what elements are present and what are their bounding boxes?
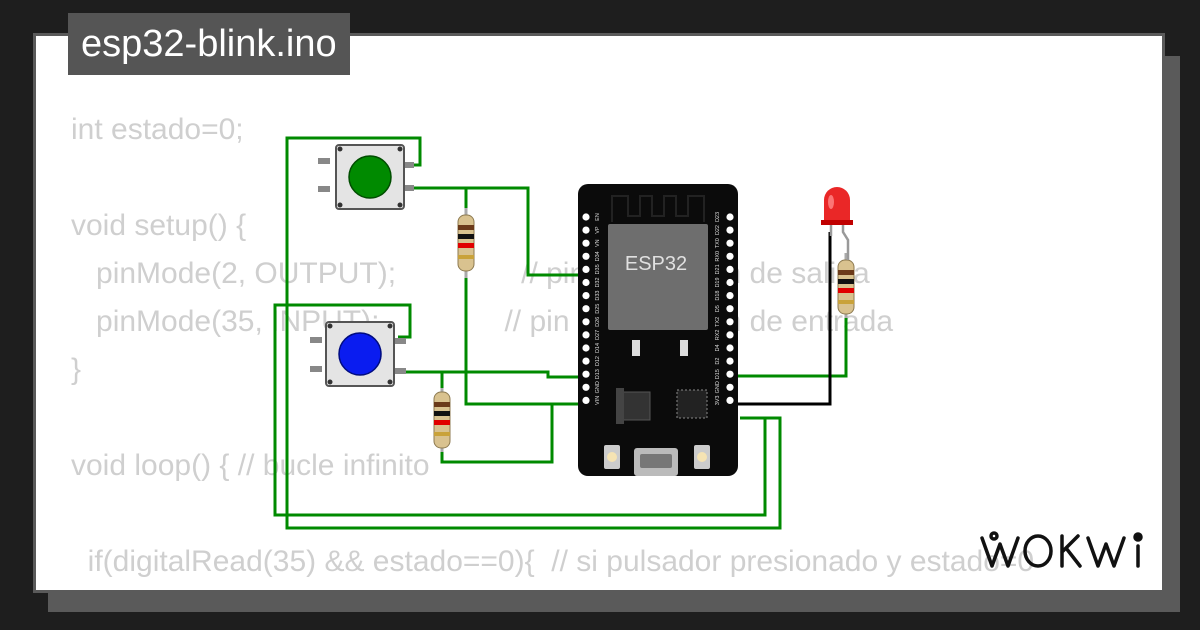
pin-label: D27 <box>595 330 601 340</box>
wires <box>273 136 848 530</box>
wokwi-logo <box>980 531 1143 568</box>
pin-label: D5 <box>715 305 721 312</box>
pin-label: VIN <box>595 396 601 405</box>
code-line: if(digitalRead(35) && estado==0){ // si … <box>71 545 1035 578</box>
pin-hole[interactable] <box>726 344 734 352</box>
pin-label: D18 <box>715 291 721 301</box>
button-cap-green[interactable] <box>348 155 392 199</box>
pin-label: D34 <box>595 251 601 261</box>
pin-label: GND <box>715 381 721 393</box>
pin-label: D12 <box>595 356 601 366</box>
esp32-board[interactable]: ESP32 ENVPVND34D35D32D33D25D26D27D14D12D… <box>578 184 738 476</box>
chip-label: ESP32 <box>625 253 687 275</box>
pin-hole[interactable] <box>582 252 590 260</box>
push-button-blue[interactable] <box>310 321 406 387</box>
pin-label: D22 <box>715 225 721 235</box>
pin-label: 3V3 <box>715 396 721 406</box>
pin-hole[interactable] <box>726 396 734 404</box>
pin-label: RX2 <box>715 330 721 341</box>
pin-label: D25 <box>595 304 601 314</box>
pin-hole[interactable] <box>726 213 734 221</box>
pin-label: D35 <box>595 264 601 274</box>
resistor-led <box>837 253 855 318</box>
pin-label: VN <box>595 239 601 247</box>
pin-hole[interactable] <box>582 265 590 273</box>
pin-hole[interactable] <box>582 331 590 339</box>
wire-bottom-button-d13 <box>398 370 590 379</box>
push-button-green[interactable] <box>318 144 414 210</box>
pin-label: GND <box>595 381 601 393</box>
pin-label: TX0 <box>715 238 721 248</box>
wire-3v3-top-button <box>285 136 782 530</box>
ground-wire <box>728 232 832 406</box>
pin-label: D14 <box>595 343 601 353</box>
pin-label: D4 <box>715 344 721 351</box>
pin-label: TX2 <box>715 317 721 327</box>
pin-hole[interactable] <box>726 239 734 247</box>
wire-3v3-bottom-button <box>273 303 767 517</box>
pin-hole[interactable] <box>582 226 590 234</box>
pin-hole[interactable] <box>582 318 590 326</box>
pin-hole[interactable] <box>582 305 590 313</box>
code-line: void setup() { <box>71 209 247 242</box>
pin-hole[interactable] <box>582 396 590 404</box>
pin-hole[interactable] <box>726 292 734 300</box>
pin-hole[interactable] <box>582 357 590 365</box>
code-line: void loop() { // bucle infinito <box>71 449 430 482</box>
pin-hole[interactable] <box>726 305 734 313</box>
pin-label: D33 <box>595 291 601 301</box>
resistor-2 <box>433 388 451 452</box>
pin-label: D26 <box>595 317 601 327</box>
wire-led-d2 <box>728 316 848 378</box>
pin-label: D19 <box>715 277 721 287</box>
pin-hole[interactable] <box>582 383 590 391</box>
pin-hole[interactable] <box>726 265 734 273</box>
pin-hole[interactable] <box>726 252 734 260</box>
wire-led-gnd <box>728 232 832 406</box>
pin-hole[interactable] <box>582 344 590 352</box>
pin-hole[interactable] <box>726 331 734 339</box>
wire-top-button-d35 <box>408 186 590 277</box>
code-line: } <box>71 353 82 386</box>
pin-hole[interactable] <box>726 383 734 391</box>
pin-hole[interactable] <box>582 278 590 287</box>
pin-label: RX0 <box>715 251 721 262</box>
wire-resistor1-gnd <box>464 278 590 406</box>
pin-hole[interactable] <box>726 357 734 365</box>
pin-label: D2 <box>715 358 721 365</box>
led-red[interactable] <box>821 187 853 260</box>
pin-label: D15 <box>715 369 721 379</box>
pin-hole[interactable] <box>726 370 734 378</box>
pin-hole[interactable] <box>726 318 734 326</box>
pin-hole[interactable] <box>726 278 734 287</box>
button-cap-blue[interactable] <box>338 332 382 376</box>
pin-hole[interactable] <box>582 370 590 378</box>
pin-hole[interactable] <box>582 213 590 221</box>
pin-label: VP <box>595 226 601 234</box>
code-line: int estado=0; <box>71 113 244 146</box>
pin-label: EN <box>595 213 601 221</box>
wire-resistor2-gnd <box>440 402 590 464</box>
resistor-1 <box>457 208 475 278</box>
pin-label: D21 <box>715 264 721 274</box>
project-filename: esp32-blink.ino <box>68 13 350 75</box>
pin-label: D23 <box>715 212 721 222</box>
pin-label: D13 <box>595 369 601 379</box>
pin-hole[interactable] <box>582 292 590 300</box>
pin-hole[interactable] <box>726 226 734 234</box>
pin-label: D32 <box>595 277 601 287</box>
pin-hole[interactable] <box>582 239 590 247</box>
